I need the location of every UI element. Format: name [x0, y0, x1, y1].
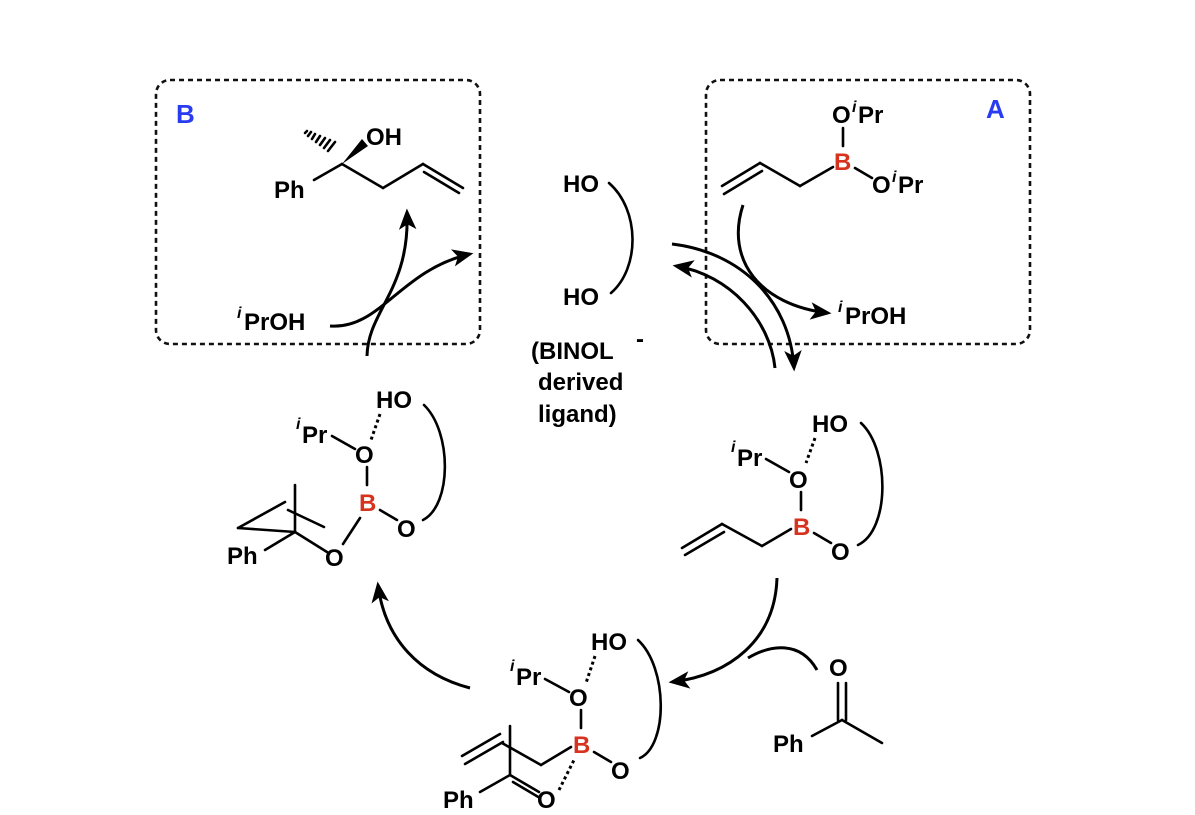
- hashed-wedge-methyl: [303, 129, 337, 153]
- acetophenone: O Ph: [773, 655, 884, 758]
- int-left-o-alkoxide: O: [325, 545, 344, 572]
- int-left-o-right: O: [397, 516, 416, 543]
- ligand-backbone-arc: [607, 181, 634, 295]
- arrow-to-bottom-intermediate: [668, 577, 779, 689]
- int-right-o-right: O: [831, 539, 850, 566]
- arrow-ligand-to-complex: [671, 242, 802, 372]
- hydrogen-bond: [584, 655, 597, 684]
- arrow-release-product: [365, 208, 417, 357]
- oipr-bottom: O i Pr: [872, 169, 923, 199]
- int-right-o-top: O: [789, 467, 808, 494]
- b-o-coordination: [557, 759, 576, 791]
- arrow-acetophenone-entry: [747, 646, 819, 671]
- int-bottom-ph: Ph: [443, 787, 474, 814]
- int-left-ph: Ph: [227, 543, 258, 570]
- int-left-ipr: i Pr: [296, 416, 327, 449]
- allylboronic-ester: B O i Pr O i Pr: [720, 99, 923, 199]
- binol-ligand: HO HO (BINOL - derived ligand): [531, 171, 644, 428]
- int-bottom-ho: HO: [591, 629, 627, 656]
- acetophenone-o: O: [829, 655, 848, 682]
- arrow-ipron-to-ligand: [329, 249, 474, 328]
- reagent-box-a: A B O i Pr O i Pr i PrOH: [704, 78, 1032, 346]
- intermediate-allyl-transferred: HO i Pr O B O O Ph: [227, 387, 447, 572]
- ligand-caption-line-1: (BINOL -: [531, 326, 644, 365]
- int-left-o-top: O: [355, 442, 374, 469]
- dashed-box-a: [704, 78, 1032, 346]
- int-left-ligand-arc: [421, 403, 447, 522]
- oh-label: OH: [366, 124, 402, 151]
- int-left-ho: HO: [376, 387, 412, 414]
- product-box-b: B OH Ph i PrOH: [154, 78, 482, 346]
- dashed-box-b: [154, 78, 482, 346]
- homoallylic-alcohol-product: OH Ph: [274, 124, 465, 204]
- int-right-ligand-arc: [856, 421, 884, 547]
- hydrogen-bond: [369, 413, 382, 441]
- box-a-label: A: [986, 94, 1005, 124]
- ipron-byproduct-a: i PrOH: [838, 299, 906, 330]
- intermediate-ligand-allylboronate: HO i Pr O B O: [680, 411, 884, 566]
- arrow-release-ipron: [736, 204, 832, 320]
- int-right-boron: B: [793, 514, 810, 541]
- ligand-caption-line-3: ligand): [538, 401, 617, 428]
- int-right-ho: HO: [812, 411, 848, 438]
- int-bottom-o-carbonyl: O: [537, 787, 556, 814]
- int-bottom-o-top: O: [569, 685, 588, 712]
- oipr-top: O i Pr: [832, 99, 883, 129]
- acetophenone-ph: Ph: [773, 731, 804, 758]
- int-bottom-boron: B: [573, 732, 590, 759]
- boron-atom: B: [834, 149, 851, 176]
- ligand-caption-line-2: derived: [538, 369, 623, 396]
- int-bottom-ipr: i Pr: [510, 658, 541, 691]
- arrow-to-left-intermediate: [371, 581, 471, 690]
- int-bottom-o-right: O: [611, 758, 630, 785]
- int-bottom-ligand-arc: [636, 638, 662, 760]
- arrow-complex-to-ligand: [672, 260, 777, 369]
- hydrogen-bond: [804, 437, 817, 464]
- ph-label: Ph: [274, 177, 305, 204]
- ligand-ho-top: HO: [563, 171, 599, 198]
- ligand-ho-bottom: HO: [563, 284, 599, 311]
- bold-wedge-oh: [342, 139, 368, 164]
- int-left-boron: B: [359, 490, 376, 517]
- box-b-label: B: [176, 99, 195, 129]
- ipron-reagent-b: i PrOH: [237, 305, 305, 336]
- int-right-ipr: i Pr: [731, 439, 762, 472]
- intermediate-ketone-coordinated: HO i Pr O B O Ph O: [443, 629, 662, 814]
